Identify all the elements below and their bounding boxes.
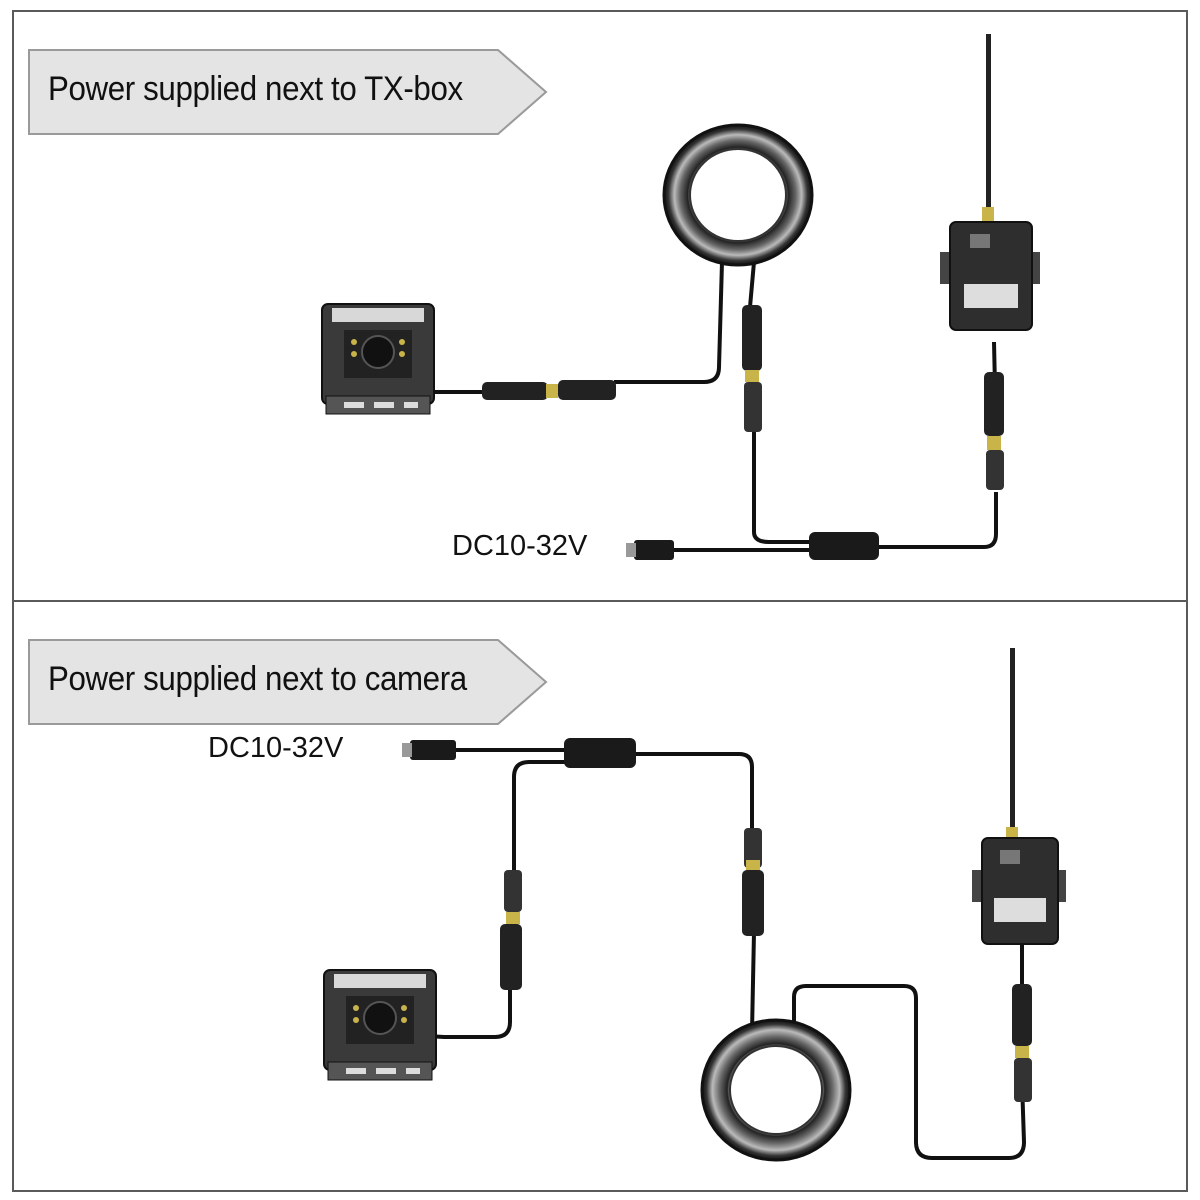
y-splitter-icon [564, 738, 636, 768]
cable-coil-icon [700, 1018, 852, 1162]
power-label: DC10-32V [208, 732, 344, 764]
connector-icon [742, 828, 764, 936]
cables-bottom [393, 748, 1027, 1160]
section-title: Power supplied next to TX-box [48, 70, 463, 108]
power-label: DC10-32V [452, 530, 588, 562]
section-title: Power supplied next to camera [48, 660, 467, 698]
power-plug-icon [626, 540, 674, 560]
cables-top [380, 261, 998, 552]
y-splitter-icon [809, 532, 879, 560]
connector-icon [742, 305, 762, 432]
panel-power-next-to-tx-box: Power supplied next to TX-box DC10-32V [12, 10, 1188, 602]
wiring-diagram-top [321, 34, 1040, 560]
connector-icon [482, 380, 616, 400]
connector-icon [500, 870, 522, 990]
camera-icon [323, 969, 437, 1081]
transmitter-box-icon [972, 648, 1066, 1102]
power-plug-icon [402, 740, 456, 760]
transmitter-box-icon [940, 34, 1040, 490]
cable-coil-icon [662, 123, 814, 267]
section-banner: Power supplied next to camera [28, 638, 548, 726]
panel-power-next-to-camera: Power supplied next to camera DC10-32V [12, 600, 1188, 1192]
section-banner: Power supplied next to TX-box [28, 48, 548, 136]
camera-icon [321, 303, 435, 415]
wiring-diagram-bottom [323, 648, 1066, 1162]
